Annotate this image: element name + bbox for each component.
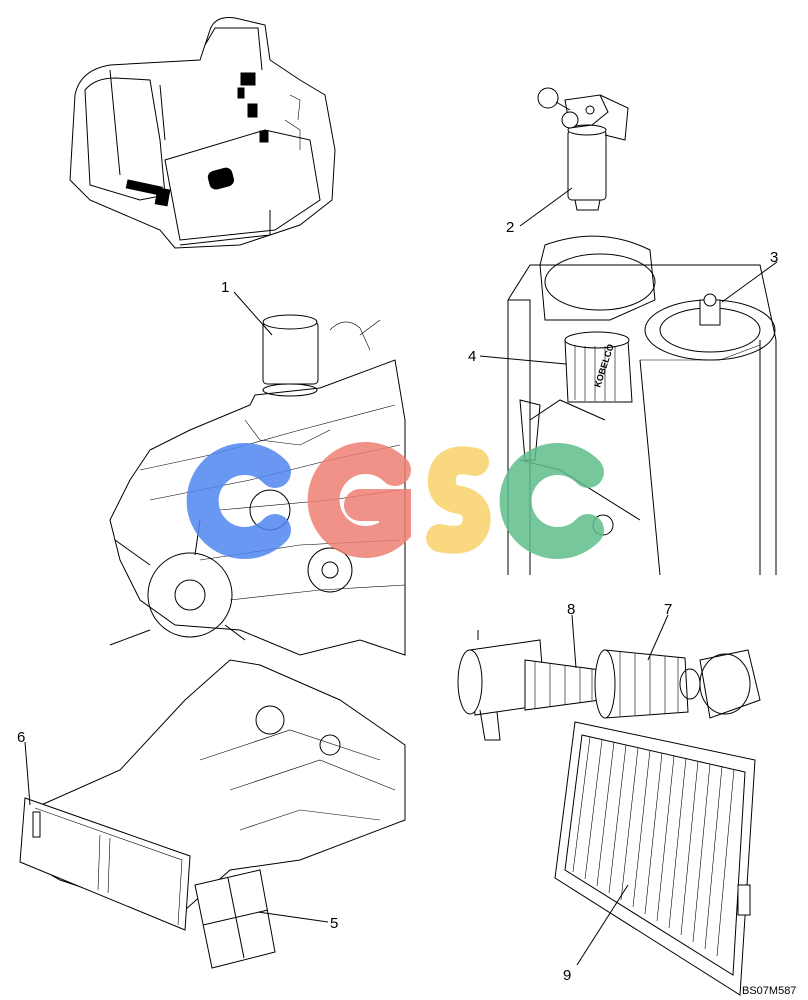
- callout-7: 7: [664, 601, 672, 618]
- callout-5: 5: [330, 915, 338, 932]
- callout-1: 1: [221, 279, 229, 296]
- fuel-prefilter-part: [537, 87, 629, 211]
- leader-lines: [24, 187, 778, 966]
- air-cleaner-part: [457, 630, 761, 741]
- callout-4: 4: [468, 348, 476, 365]
- callout-labels: 1 2 3 4 5 6 7 8 9: [17, 219, 778, 984]
- return-filter-element: KOBELCO: [564, 331, 633, 403]
- callout-9: 9: [563, 967, 571, 984]
- air-conditioner-part: [19, 659, 406, 969]
- callout-3: 3: [770, 249, 778, 266]
- watermark-letter-c-blue: [186, 443, 291, 559]
- watermark: [186, 442, 604, 559]
- excavator-overview: [69, 17, 336, 249]
- panel-filter-part: [554, 721, 756, 996]
- callout-2: 2: [506, 219, 514, 236]
- hydraulic-tank-part: KOBELCO: [507, 235, 777, 576]
- watermark-letter-c-green: [499, 443, 604, 559]
- watermark-letter-s-yellow: [426, 446, 491, 554]
- drawing-code: BS07M587: [742, 985, 796, 997]
- callout-6: 6: [17, 729, 25, 746]
- watermark-letter-g-red: [307, 442, 411, 558]
- callout-8: 8: [567, 601, 575, 618]
- engine-oil-filter-part: [109, 314, 406, 656]
